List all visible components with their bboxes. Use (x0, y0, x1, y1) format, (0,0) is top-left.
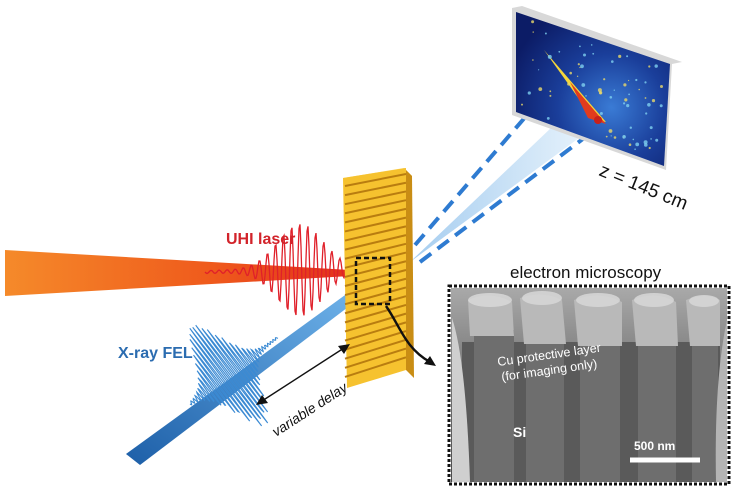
diffraction-speckles (521, 20, 663, 150)
grating-target (343, 168, 414, 388)
microscopy-title: electron microscopy (510, 263, 662, 282)
diffraction-streak (544, 50, 606, 122)
xray-fel-pulse (189, 324, 279, 427)
sem-image-frame (447, 284, 731, 486)
sem-image: Cu protective layer (for imaging only) S… (451, 288, 727, 482)
xray-fel-label: X-ray FEL (118, 345, 193, 362)
scatter-dashed-line-lower (418, 124, 602, 264)
uhi-laser-beam (5, 250, 350, 296)
distance-label: z = 145 cm (596, 160, 691, 214)
zoom-arrow (385, 305, 431, 364)
zoom-region-box (354, 256, 392, 306)
scale-bar-label: 500 nm (634, 439, 675, 453)
variable-delay-label: variable delay (269, 379, 351, 440)
uhi-laser-pulse (204, 224, 351, 316)
variable-delay-arrow (261, 347, 345, 402)
scattered-xray-cone (410, 108, 598, 262)
detector-screen (512, 6, 682, 170)
uhi-laser-label: UHI laser (226, 231, 295, 248)
si-label: Si (513, 424, 526, 440)
